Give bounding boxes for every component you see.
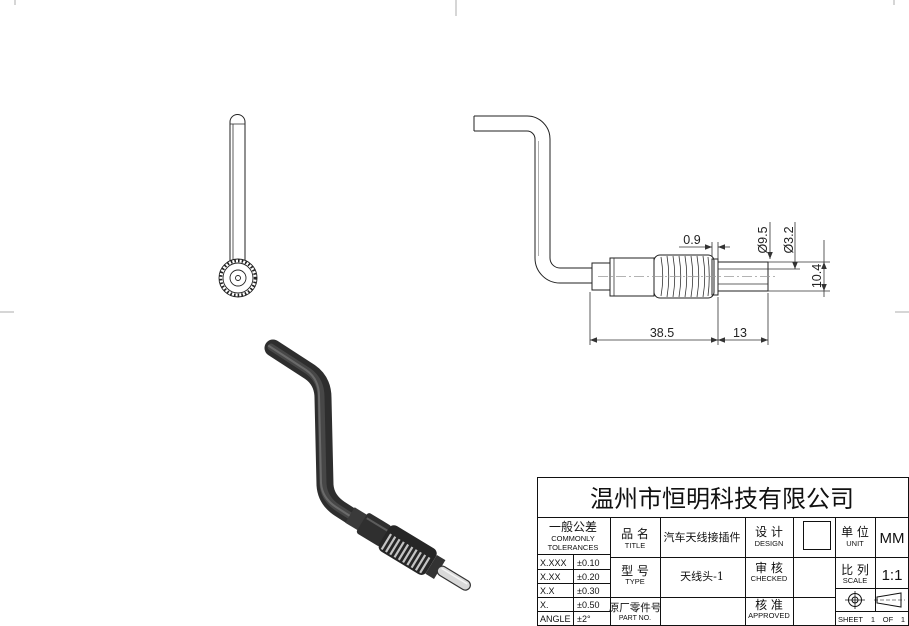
- title-label-cn: 品 名: [621, 526, 649, 541]
- front-view: 0.9 Ø9.5 Ø3.2 10.4 38.5 13: [473, 115, 830, 345]
- knurl-rib: [684, 255, 688, 298]
- unit-label-cn: 单 位: [841, 524, 869, 539]
- iso-collar: [425, 554, 446, 579]
- design-signature-box: [803, 521, 831, 550]
- side-view: [218, 114, 258, 298]
- iso-pin: [436, 565, 471, 591]
- tolerance-value: ±0.50: [577, 600, 599, 610]
- type-label-en: TYPE: [625, 577, 645, 586]
- connector-ferrule: [609, 257, 655, 297]
- knurl-rib: [666, 255, 670, 298]
- dim-10-4-label: 10.4: [810, 264, 824, 288]
- knurl-rib: [702, 255, 706, 298]
- company-name: 温州市恒明科技有限公司: [590, 485, 854, 513]
- sheet-number: 1: [871, 615, 875, 624]
- design-label-en: DESIGN: [755, 539, 784, 548]
- tolerance-header-cn: 一般公差: [549, 519, 597, 534]
- unit-label-en: UNIT: [846, 539, 864, 548]
- dim-13-label: 13: [733, 326, 747, 340]
- title-block: 温州市恒明科技有限公司 一般公差 COMMONLY TOLERANCES X.X…: [537, 477, 909, 626]
- knurl-rib: [660, 256, 664, 297]
- part-no-label-cn: 原厂零件号: [609, 602, 662, 614]
- scale-value: 1:1: [882, 567, 903, 584]
- tolerance-header-en-2: TOLERANCES: [548, 543, 599, 552]
- tolerance-format: ANGLE: [540, 614, 571, 624]
- dimensions: 0.9 Ø9.5 Ø3.2 10.4 38.5 13: [589, 222, 830, 345]
- pin-end-circle: [235, 275, 241, 281]
- title-block-grid: [537, 477, 909, 626]
- projection-circle-icon: [845, 591, 865, 609]
- tolerance-value: ±0.10: [577, 558, 599, 568]
- scale-label-en: SCALE: [843, 576, 868, 585]
- sheet-of-label: OF: [883, 615, 894, 624]
- title-label-en: TITLE: [625, 541, 645, 550]
- design-label-cn: 设 计: [755, 525, 783, 539]
- side-view-knurled-nut: [218, 258, 258, 298]
- tolerance-header-en-1: COMMONLY: [551, 534, 595, 543]
- knurl-rib: [696, 255, 700, 298]
- dim-dia-9-5-label: Ø9.5: [756, 226, 770, 253]
- tolerance-format: X.X: [540, 586, 555, 596]
- checked-label-cn: 审 核: [755, 560, 783, 575]
- tolerance-value: ±2°: [577, 614, 591, 624]
- tolerance-value: ±0.20: [577, 572, 599, 582]
- front-view-connector: [591, 254, 778, 299]
- sheet-label: SHEET: [838, 615, 863, 624]
- frame-ticks: [0, 0, 909, 313]
- approved-label-cn: 核 准: [755, 598, 783, 612]
- tolerance-value: ±0.30: [577, 586, 599, 596]
- iso-ferrule: [356, 513, 391, 546]
- connector-collar: [711, 258, 719, 296]
- title-value: 汽车天线接插件: [664, 530, 741, 544]
- sheet-total: 1: [901, 615, 905, 624]
- type-value: 天线头-1: [680, 569, 724, 583]
- iso-knurl: [378, 525, 437, 575]
- dim-38-5-label: 38.5: [650, 326, 674, 340]
- tolerance-format: X.: [540, 600, 549, 610]
- isometric-view: [264, 339, 471, 591]
- part-no-label-en: PART NO.: [619, 615, 651, 622]
- unit-value: MM: [880, 530, 905, 547]
- knurl-rib: [678, 255, 682, 298]
- tolerance-format: X.XXX: [540, 558, 567, 568]
- type-label-cn: 型 号: [621, 564, 649, 578]
- dim-dia-3-2-label: Ø3.2: [782, 226, 796, 253]
- approved-label-en: APPROVED: [748, 611, 790, 620]
- iso-connector: [345, 507, 471, 591]
- tolerance-format: X.XX: [540, 572, 561, 582]
- nut-bore-circle: [229, 269, 247, 287]
- side-view-cable: [229, 114, 246, 266]
- iso-knurl-ribs: [380, 533, 431, 574]
- scale-label-cn: 比 列: [841, 563, 869, 577]
- dim-0-9-label: 0.9: [683, 233, 700, 247]
- front-view-cable: [473, 115, 592, 284]
- projection-cone-icon: [874, 592, 905, 608]
- iso-cable: [264, 339, 363, 527]
- checked-label-en: CHECKED: [751, 574, 788, 583]
